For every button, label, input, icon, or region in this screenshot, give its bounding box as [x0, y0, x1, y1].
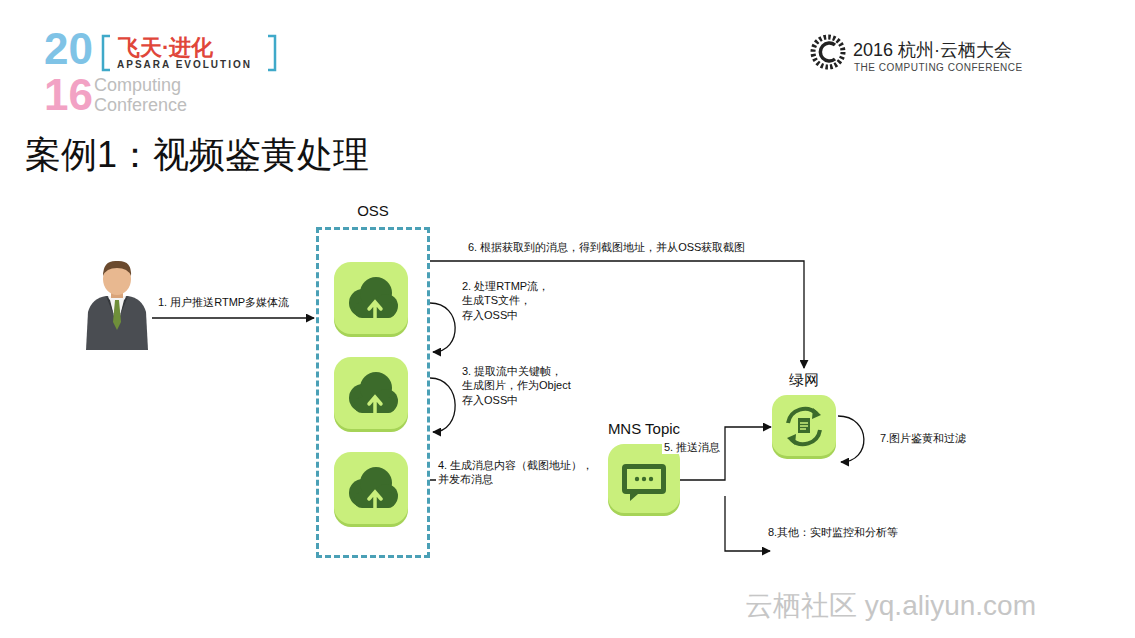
edge-label: 5. 推送消息: [662, 440, 722, 454]
node-heading: OSS: [319, 202, 427, 220]
edge-label: 6. 根据获取到的消息，得到截图地址，并从OSS获取截图: [466, 240, 747, 254]
branch-arrow: [725, 496, 770, 551]
step-label: 2. 处理RTMP流， 生成TS文件， 存入OSS中: [462, 279, 574, 322]
step-label: 1. 用户推送RTMP多媒体流: [158, 295, 289, 309]
node-heading: MNS Topic: [608, 420, 680, 438]
slide-title: 案例1：视频鉴黄处理: [25, 132, 369, 179]
edge-label: 4. 生成消息内容（截图地址）， 并发布消息: [436, 458, 608, 487]
storage-group-box: OSS: [316, 227, 430, 558]
conference-name: 2016 杭州·云栖大会: [853, 39, 1012, 62]
logo-faint-text: Conference: [94, 94, 187, 117]
oss-icon: [334, 452, 408, 527]
flow-arrow: [430, 261, 804, 368]
oss-icon: [334, 262, 408, 337]
loop-arrow: [430, 378, 455, 432]
logo-title: 飞天·进化: [118, 34, 213, 63]
topic-icon: [608, 444, 680, 516]
conference-logo: [813, 37, 843, 67]
loop-arrow: [430, 303, 455, 352]
logo-digits: 20: [44, 20, 93, 77]
step-label: 7.图片鉴黄和过滤: [880, 431, 966, 445]
service-icon-node: MNS Topic: [608, 420, 680, 516]
filter-icon: [772, 395, 836, 459]
loop-arrow: [838, 416, 864, 462]
logo-bracket: [268, 36, 275, 70]
watermark: 云栖社区 yq.aliyun.com: [745, 588, 1036, 624]
conference-subtitle: THE COMPUTING CONFERENCE: [854, 61, 1023, 74]
service-icon-node: 绿网: [772, 371, 836, 459]
user-figure: [86, 261, 148, 350]
oss-icon: [334, 357, 408, 432]
logo-faint-text: Computing: [94, 74, 181, 97]
push-arrow: [152, 317, 314, 318]
node-heading: 绿网: [789, 371, 819, 389]
logo-subtitle: APSARA EVOLUTION: [117, 58, 252, 71]
step-label: 3. 提取流中关键帧， 生成图片，作为Object 存入OSS中: [462, 364, 586, 407]
logo-digits: 16: [44, 66, 93, 123]
step-label: 8.其他：实时监控和分析等: [768, 525, 898, 539]
logo-bracket: [103, 36, 110, 70]
